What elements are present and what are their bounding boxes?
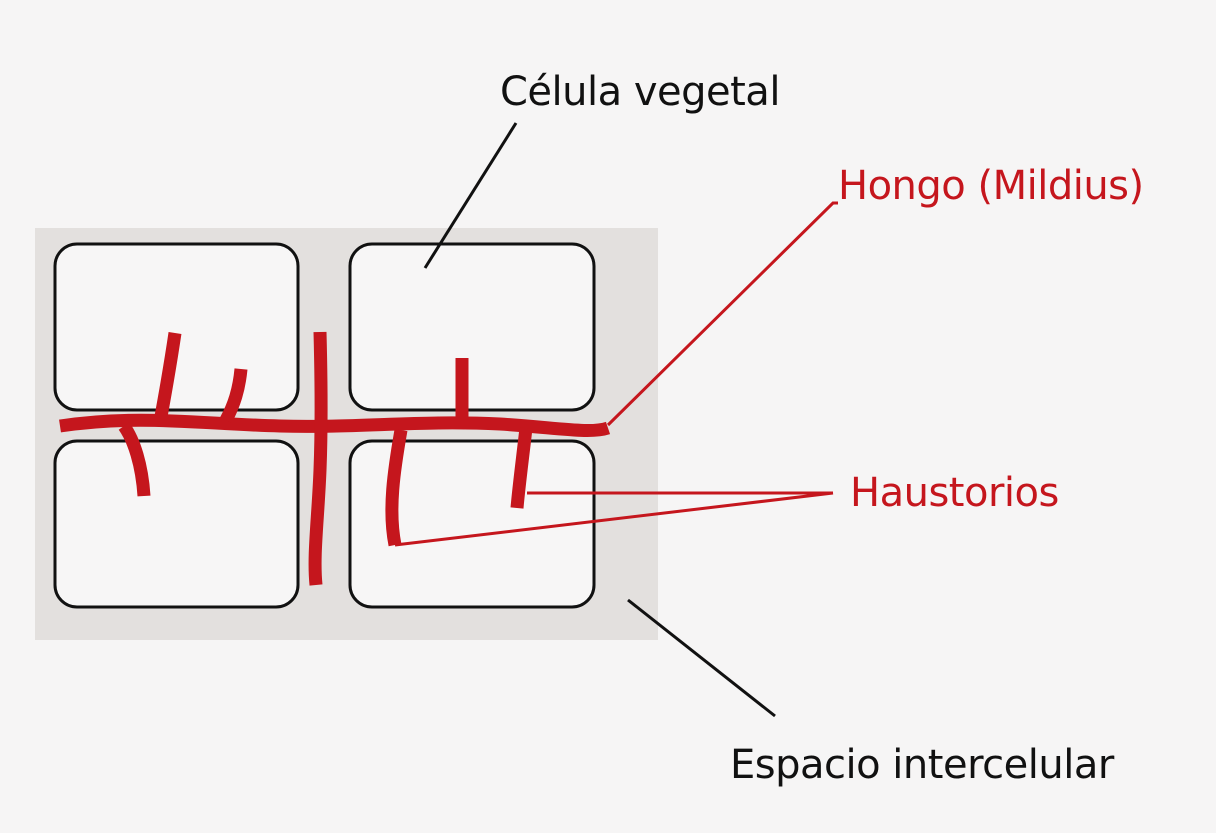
- haustoria-leader-lower: [394, 491, 834, 547]
- branch-top-1: [153, 332, 182, 424]
- leader-lines: [394, 122, 838, 718]
- haustorium-2: [510, 427, 533, 509]
- plant-cell-bottom-left: [53, 439, 300, 609]
- plant-cell-top-left: [53, 242, 300, 412]
- fungus-label: Hongo (Mildius): [838, 163, 1144, 209]
- plant-cell-top-right: [348, 242, 596, 412]
- intercellular-space-label: Espacio intercelular: [730, 742, 1114, 788]
- branch-vertical-center: [308, 331, 328, 586]
- plant-cell-leader: [423, 122, 518, 269]
- fungus-leader: [606, 201, 838, 427]
- intercellular-space-leader: [627, 598, 776, 718]
- branch-bottom-1: [118, 422, 151, 497]
- haustoria-label: Haustorios: [850, 470, 1059, 516]
- fungus-hyphae: [59, 331, 611, 586]
- haustorium-1: [385, 428, 408, 547]
- plant-cell-label: Célula vegetal: [500, 69, 780, 115]
- branch-top-2: [220, 368, 248, 424]
- plant-cell-bottom-right: [348, 439, 596, 609]
